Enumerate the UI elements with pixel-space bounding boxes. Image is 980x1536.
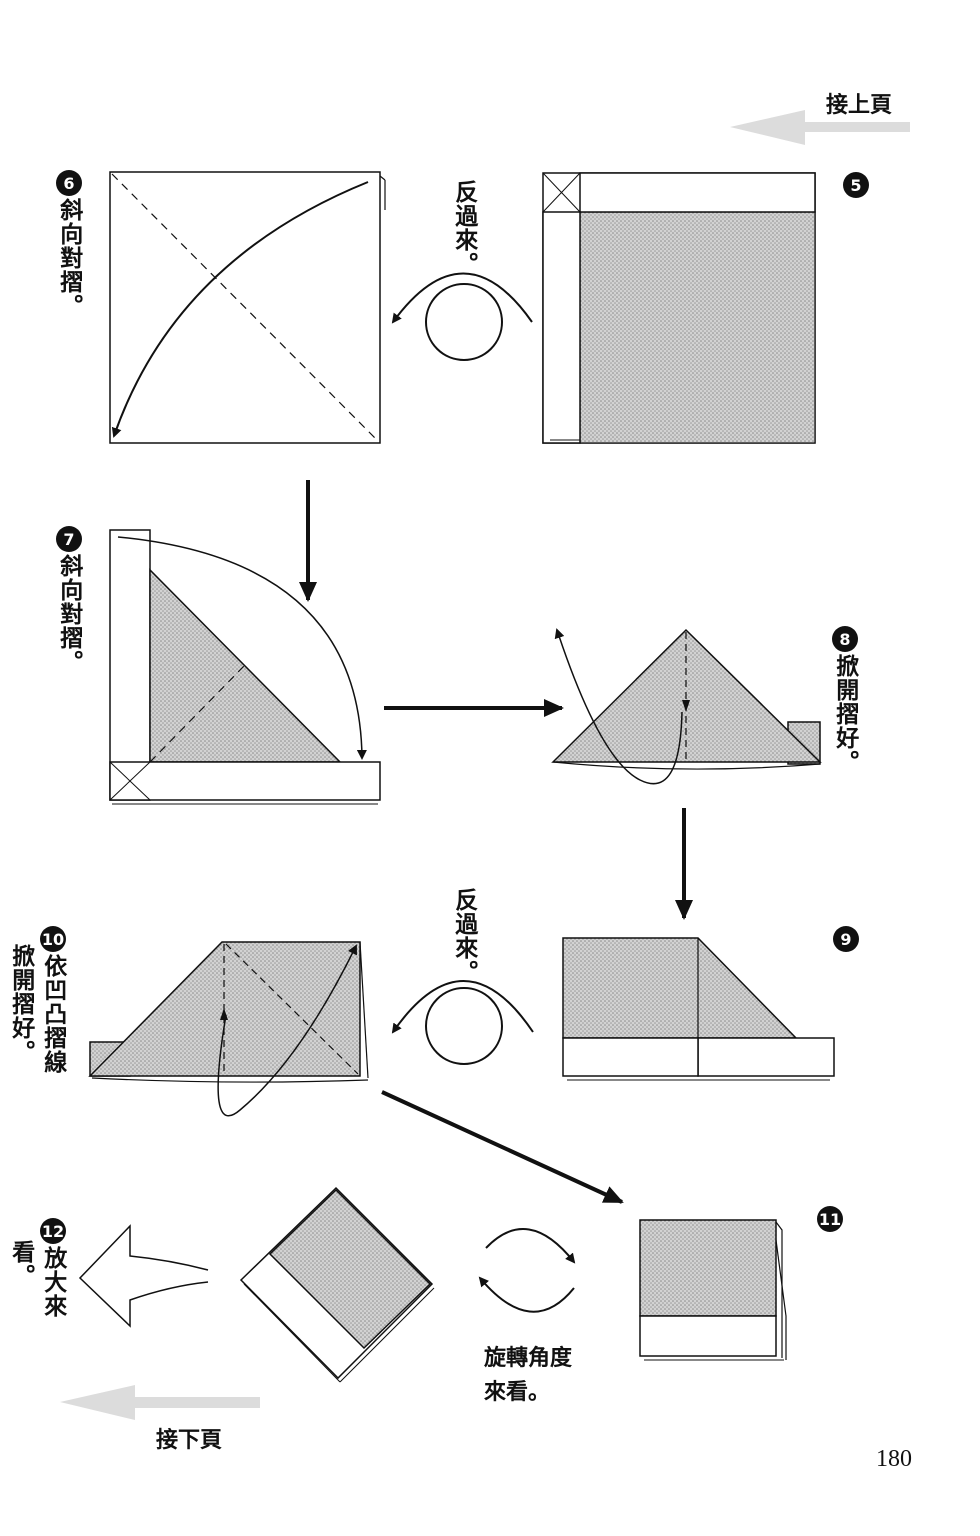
step-10-number-badge: 10 [40, 926, 66, 952]
step-10-figure [88, 941, 369, 1117]
step-7-number-badge: 7 [56, 526, 82, 552]
flip-note: 反過來。 [450, 180, 477, 276]
step-10-instruction-line2: 掀開摺好。 [7, 944, 34, 1064]
step-10-instruction-line1: 依凹凸摺線 [39, 954, 66, 1074]
step-8-figure [551, 628, 822, 785]
continue-to-arrow-icon [60, 1385, 260, 1420]
step-5-number-badge: 5 [843, 172, 869, 198]
step-7-instruction: 斜向對摺。 [55, 554, 82, 674]
step-8-number-badge: 8 [832, 626, 858, 652]
step-12-number-badge: 12 [40, 1218, 66, 1244]
rotate-note-line2: 來看。 [484, 1380, 551, 1405]
step-7-figure [109, 529, 381, 805]
diagonal-arrow-icon [381, 1090, 624, 1204]
step-6-instruction: 斜向對摺。 [55, 198, 82, 318]
flip-over-icon [391, 980, 534, 1065]
step-12-instruction-line2: 看。 [7, 1240, 34, 1288]
step-9-figure [562, 937, 835, 1081]
page-number: 180 [876, 1446, 912, 1472]
continue-to-label: 接下頁 [156, 1428, 223, 1453]
step-12-instruction-line1: 放大來 [39, 1246, 66, 1318]
step-11-number-badge: 11 [817, 1206, 843, 1232]
rotate-note-line1: 旋轉角度 [484, 1346, 573, 1371]
flip-note: 反過來。 [450, 888, 477, 984]
step-5-figure [542, 172, 816, 444]
step-12-figure [239, 1186, 435, 1383]
flip-over-icon [391, 272, 533, 361]
continue-from-label: 接上頁 [826, 93, 893, 118]
magnify-arrow-icon [78, 1224, 209, 1328]
step-8-instruction: 掀開摺好。 [831, 654, 858, 774]
step-9-number-badge: 9 [833, 926, 859, 952]
continue-from-arrow-icon [730, 110, 910, 145]
step-11-figure [639, 1219, 787, 1361]
step-6-figure [109, 171, 386, 444]
rotate-icon [478, 1228, 576, 1313]
step-6-number-badge: 6 [56, 170, 82, 196]
